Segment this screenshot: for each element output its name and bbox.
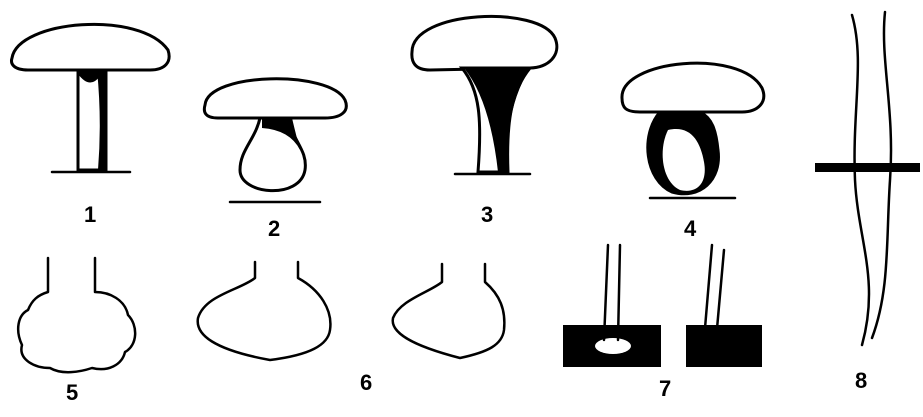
stem-base-7-rooted-stems (563, 245, 762, 367)
label-3: 3 (481, 204, 493, 226)
stem-8-rooting (815, 12, 920, 345)
label-2: 2 (268, 218, 280, 240)
stem-base-5-wavy-bulb (18, 258, 135, 372)
mushroom-4-clavate-stem (622, 63, 764, 198)
label-5: 5 (66, 382, 78, 404)
label-4: 4 (684, 218, 696, 240)
label-7: 7 (659, 378, 671, 400)
mushroom-2-bulbous-stem (204, 79, 346, 202)
label-6: 6 (360, 372, 372, 394)
label-1: 1 (84, 204, 96, 226)
mushroom-3-tapering-stem (412, 16, 557, 174)
label-8: 8 (855, 370, 867, 392)
mushroom-1-cylindrical-stem (12, 24, 170, 172)
stem-base-6-marginate-bulbs (198, 262, 505, 360)
